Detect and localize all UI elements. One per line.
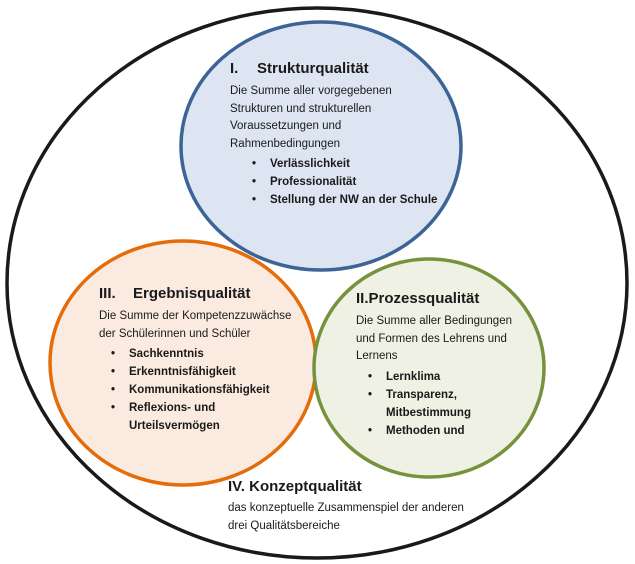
list-item-text: Stellung der NW an der Schule	[270, 194, 438, 206]
bullet: •	[252, 176, 257, 188]
bullet: •	[368, 388, 373, 401]
bullet-list: • Sachkenntnis • Erkenntnisfähigkeit • Komm…	[99, 345, 299, 435]
section-title-text: Konzeptqualität	[249, 478, 362, 495]
bullet: •	[111, 348, 116, 360]
list-item-text: Sachkenntnis	[129, 348, 204, 360]
list-item-text: Professionalität	[270, 176, 357, 188]
circle-strukturqualitaet	[179, 20, 463, 272]
list-item-text: Verlässlichkeit	[270, 158, 350, 170]
section-title-text: Ergebnisqualität	[133, 285, 251, 302]
section-title: IV. Konzeptqualität	[228, 478, 468, 495]
section-number: I.	[230, 60, 239, 77]
section-number: III.	[99, 285, 116, 302]
section-description: Die Summe aller vorgegebenen Strukturen …	[230, 85, 392, 150]
list-item-text: Kommunikationsfähigkeit	[129, 384, 270, 396]
list-item-text: Methoden und Sozialformen	[386, 424, 465, 437]
list-item: • Reflexions- und Urteilsvermögen	[99, 399, 299, 435]
section-description: das konzeptuelle Zusammenspiel der ander…	[228, 502, 464, 532]
list-item-text: Erkenntnisfähigkeit	[129, 366, 236, 378]
section-title-text: Prozessqualität	[368, 290, 480, 307]
list-item: • Erkenntnisfähigkeit	[99, 363, 299, 381]
list-item: • Transparenz, Mitbestimmung	[356, 386, 526, 422]
section-title-text: Strukturqualität	[257, 60, 369, 77]
section-konzeptqualitaet: IV. Konzeptqualität das konzeptuelle Zus…	[228, 478, 468, 535]
section-description: Die Summe aller Bedingungen und Formen d…	[356, 315, 512, 362]
list-item: • Stellung der NW an der Schule	[230, 191, 440, 209]
bullet-list: • Lernklima • Transparenz, Mitbestimmung •…	[356, 368, 526, 443]
section-prozessqualitaet: II.Prozessqualität Die Summe aller Bedin…	[356, 290, 526, 442]
list-item: • Verlässlichkeit	[230, 155, 440, 173]
bullet-list: • Verlässlichkeit • Professionalität • Stel…	[230, 155, 440, 209]
section-title: I. Strukturqualität	[230, 60, 440, 77]
list-item: • Lernklima	[356, 368, 526, 386]
bullet: •	[368, 424, 373, 437]
circle-prozessqualitaet	[312, 257, 546, 479]
list-item-text: Transparenz, Mitbestimmung	[386, 388, 471, 419]
list-item: • Kommunikationsfähigkeit	[99, 381, 299, 399]
section-ergebnisqualitaet: III. Ergebnisqualität Die Summe der Kompe…	[99, 285, 299, 435]
bullet: •	[252, 194, 257, 206]
bullet: •	[111, 366, 116, 378]
list-item: • Sachkenntnis	[99, 345, 299, 363]
list-item: • Professionalität	[230, 173, 440, 191]
section-number: II.	[356, 290, 369, 307]
bullet: •	[111, 402, 116, 414]
bullet: •	[368, 370, 373, 383]
section-title: III. Ergebnisqualität	[99, 285, 299, 302]
section-description: Die Summe der Kompetenzzuwächse der Schü…	[99, 310, 292, 340]
bullet: •	[252, 158, 257, 170]
bullet: •	[111, 384, 116, 396]
list-item-text: Lernklima	[386, 370, 441, 383]
section-number: IV.	[228, 478, 245, 495]
section-title: II.Prozessqualität	[356, 290, 526, 307]
section-strukturqualitaet: I. Strukturqualität Die Summe aller vorge…	[230, 60, 440, 209]
list-item-text: Reflexions- und Urteilsvermögen	[129, 402, 220, 432]
list-item: • Methoden und Sozialformen	[356, 422, 526, 443]
